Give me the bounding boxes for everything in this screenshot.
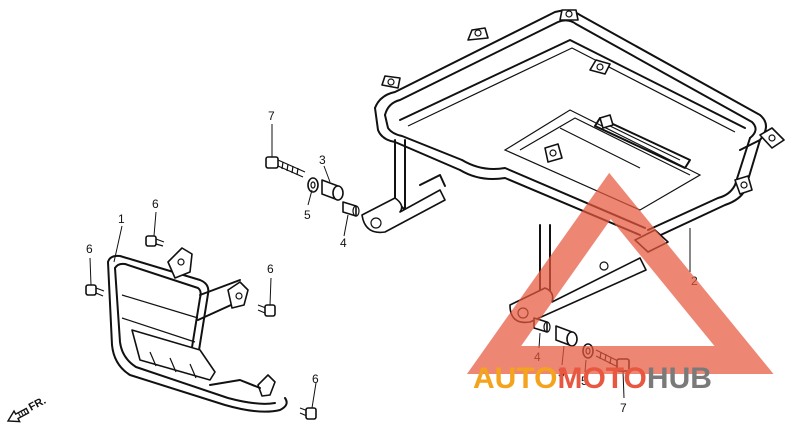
bolt-6-b (85, 284, 105, 297)
washer-5-top (307, 177, 319, 193)
bolt-6-a (145, 235, 165, 247)
callout-1: 1 (118, 212, 125, 226)
collar-3-top (321, 179, 344, 201)
callout-7-bottom: 7 (620, 401, 627, 415)
callout-7-top: 7 (268, 109, 275, 123)
watermark-text: AUTOMOTOHUB (473, 362, 712, 395)
callout-6-b: 6 (86, 242, 93, 256)
leader-lines (89, 124, 691, 409)
direction-label: FR. (27, 395, 48, 414)
callout-4-top: 4 (340, 236, 347, 250)
bolt-7-top (265, 156, 306, 178)
callout-6-d: 6 (312, 372, 319, 386)
front-direction-indicator: FR. (6, 395, 48, 423)
callout-6-c: 6 (267, 262, 274, 276)
collar-3-bottom (555, 325, 578, 347)
left-mount-leg (361, 139, 446, 234)
carrier-frame (374, 9, 785, 241)
watermark-logo: AUTOMOTOHUB (466, 172, 774, 395)
front-arrow-icon (6, 407, 30, 423)
watermark-triangle-icon (466, 172, 774, 374)
callout-5-bottom: 5 (581, 374, 588, 388)
callout-6-a: 6 (152, 197, 159, 211)
bolt-6-c (257, 304, 276, 317)
nut-4-top (342, 201, 360, 217)
callout-3-top: 3 (319, 153, 326, 167)
front-guard (107, 247, 288, 413)
bolt-6-d (299, 407, 317, 420)
callout-5-top: 5 (304, 208, 311, 222)
